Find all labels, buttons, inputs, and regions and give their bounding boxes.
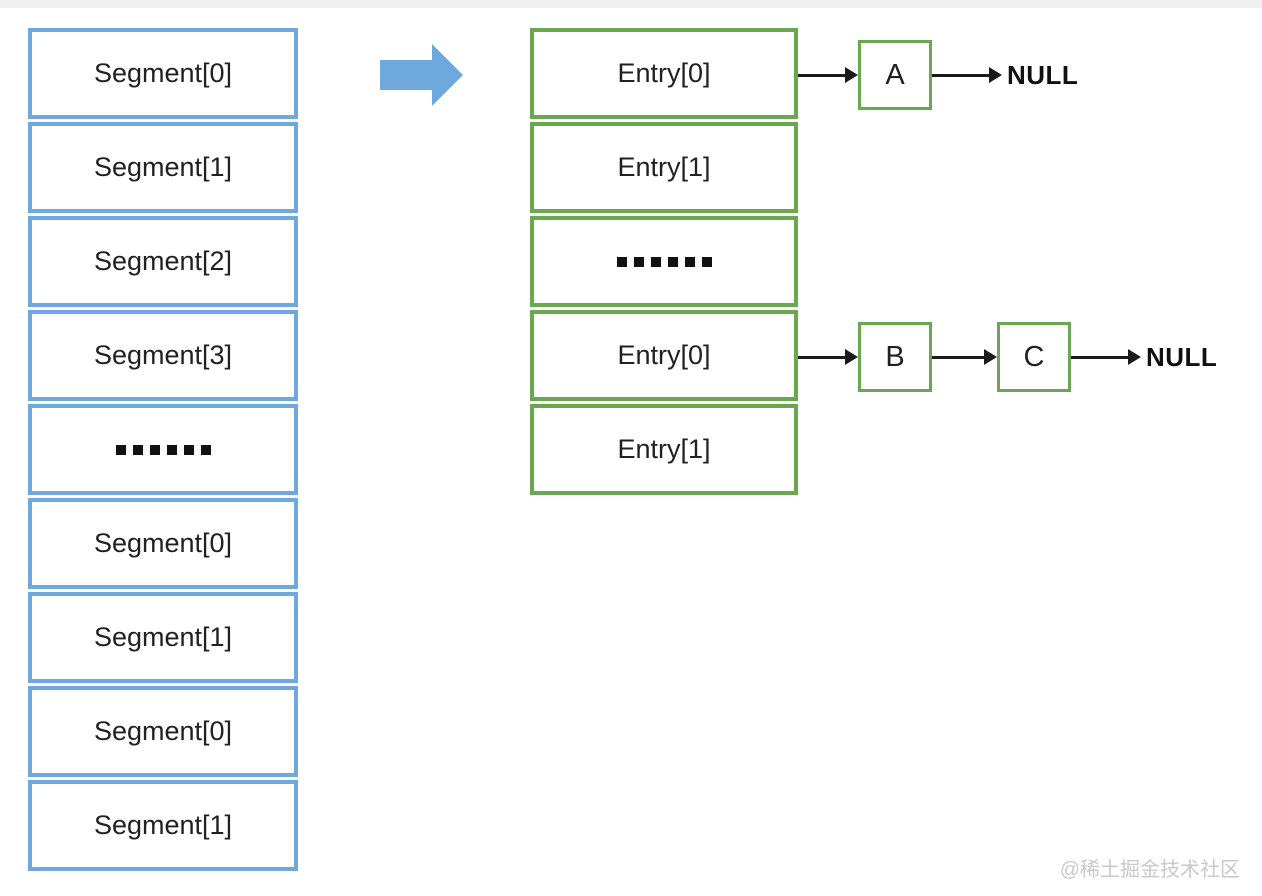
segment-cell: Segment[1] <box>28 592 298 683</box>
entry-node-b: B <box>858 322 932 392</box>
segment-array: Segment[0]Segment[1]Segment[2]Segment[3]… <box>28 28 298 871</box>
entry-table: Entry[0]Entry[1]Entry[0]Entry[1] <box>530 28 798 495</box>
entry-ellipsis-cell <box>530 216 798 307</box>
segment-cell: Segment[1] <box>28 122 298 213</box>
segment-cell: Segment[3] <box>28 310 298 401</box>
dot <box>149 444 160 455</box>
arrow-connector <box>932 355 984 359</box>
top-edge-band <box>0 0 1262 8</box>
dot <box>650 256 661 267</box>
entry-node-a: A <box>858 40 932 110</box>
ellipsis-dots <box>115 444 211 455</box>
null-terminal-label: NULL <box>1146 341 1218 372</box>
linked-list-chain: A NULL <box>798 40 1078 110</box>
dot <box>701 256 712 267</box>
entry-node-c: C <box>997 322 1071 392</box>
dot <box>684 256 695 267</box>
dot <box>132 444 143 455</box>
entry-cell: Entry[0] <box>530 310 798 401</box>
segment-cell: Segment[0] <box>28 28 298 119</box>
arrow-connector <box>932 73 989 77</box>
dot <box>166 444 177 455</box>
right-block-arrow-icon <box>380 43 464 107</box>
arrow-connector <box>798 73 845 77</box>
segment-ellipsis-cell <box>28 404 298 495</box>
null-terminal-label: NULL <box>1007 59 1079 90</box>
dot <box>667 256 678 267</box>
entry-cell: Entry[1] <box>530 404 798 495</box>
segment-cell: Segment[1] <box>28 780 298 871</box>
dot <box>200 444 211 455</box>
dot <box>115 444 126 455</box>
arrow-connector <box>1071 355 1128 359</box>
watermark-text: @稀土掘金技术社区 <box>1059 859 1240 881</box>
entry-cell: Entry[1] <box>530 122 798 213</box>
entry-cell: Entry[0] <box>530 28 798 119</box>
segment-cell: Segment[0] <box>28 686 298 777</box>
segment-cell: Segment[0] <box>28 498 298 589</box>
dot <box>183 444 194 455</box>
segment-cell: Segment[2] <box>28 216 298 307</box>
arrow-connector <box>798 355 845 359</box>
dot <box>616 256 627 267</box>
dot <box>633 256 644 267</box>
ellipsis-dots <box>616 256 712 267</box>
